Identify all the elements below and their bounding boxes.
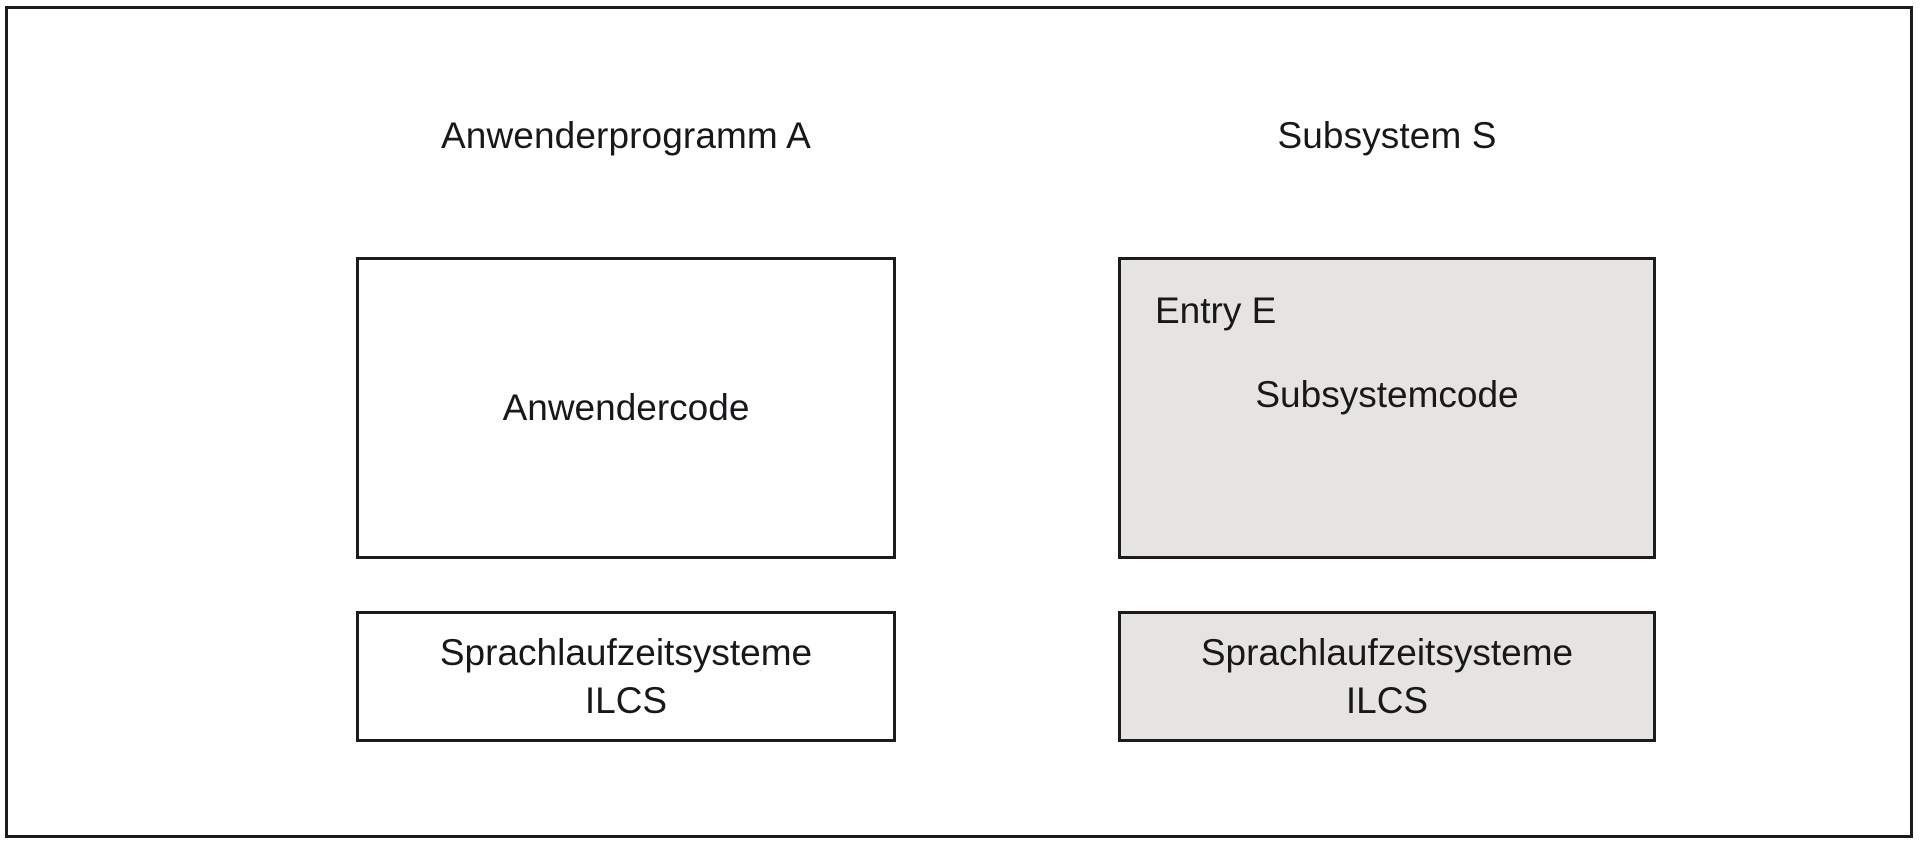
box-anwendercode: Anwendercode [356, 257, 896, 559]
runtime-left-line-2: ILCS [584, 679, 668, 721]
diagram-outer-frame: Anwenderprogramm A Anwendercode Sprachla… [5, 6, 1913, 838]
runtime-right-line-1: Sprachlaufzeitsysteme [1200, 631, 1574, 673]
column-subsystem: Subsystem S Entry E Subsystemcode Sprach… [1118, 9, 1656, 835]
box-runtime-right-text: Sprachlaufzeitsysteme ILCS [1121, 629, 1653, 725]
column-title-subsystem: Subsystem S [1277, 115, 1497, 156]
box-sprachlaufzeitsysteme-ilcs-right: Sprachlaufzeitsysteme ILCS [1118, 611, 1656, 742]
box-subsystemcode-label: Subsystemcode [1255, 374, 1519, 415]
box-anwendercode-label: Anwendercode [502, 387, 750, 428]
box-sprachlaufzeitsysteme-ilcs-left: Sprachlaufzeitsysteme ILCS [356, 611, 896, 742]
column-title-anwenderprogramm: Anwenderprogramm A [441, 115, 811, 156]
box-runtime-left-text: Sprachlaufzeitsysteme ILCS [359, 629, 893, 725]
runtime-right-line-2: ILCS [1345, 679, 1429, 721]
runtime-left-line-1: Sprachlaufzeitsysteme [439, 631, 813, 673]
box-subsystemcode: Entry E Subsystemcode [1118, 257, 1656, 559]
column-anwenderprogramm: Anwenderprogramm A Anwendercode Sprachla… [356, 9, 896, 835]
box-subsystemcode-entry-label: Entry E [1155, 290, 1277, 331]
